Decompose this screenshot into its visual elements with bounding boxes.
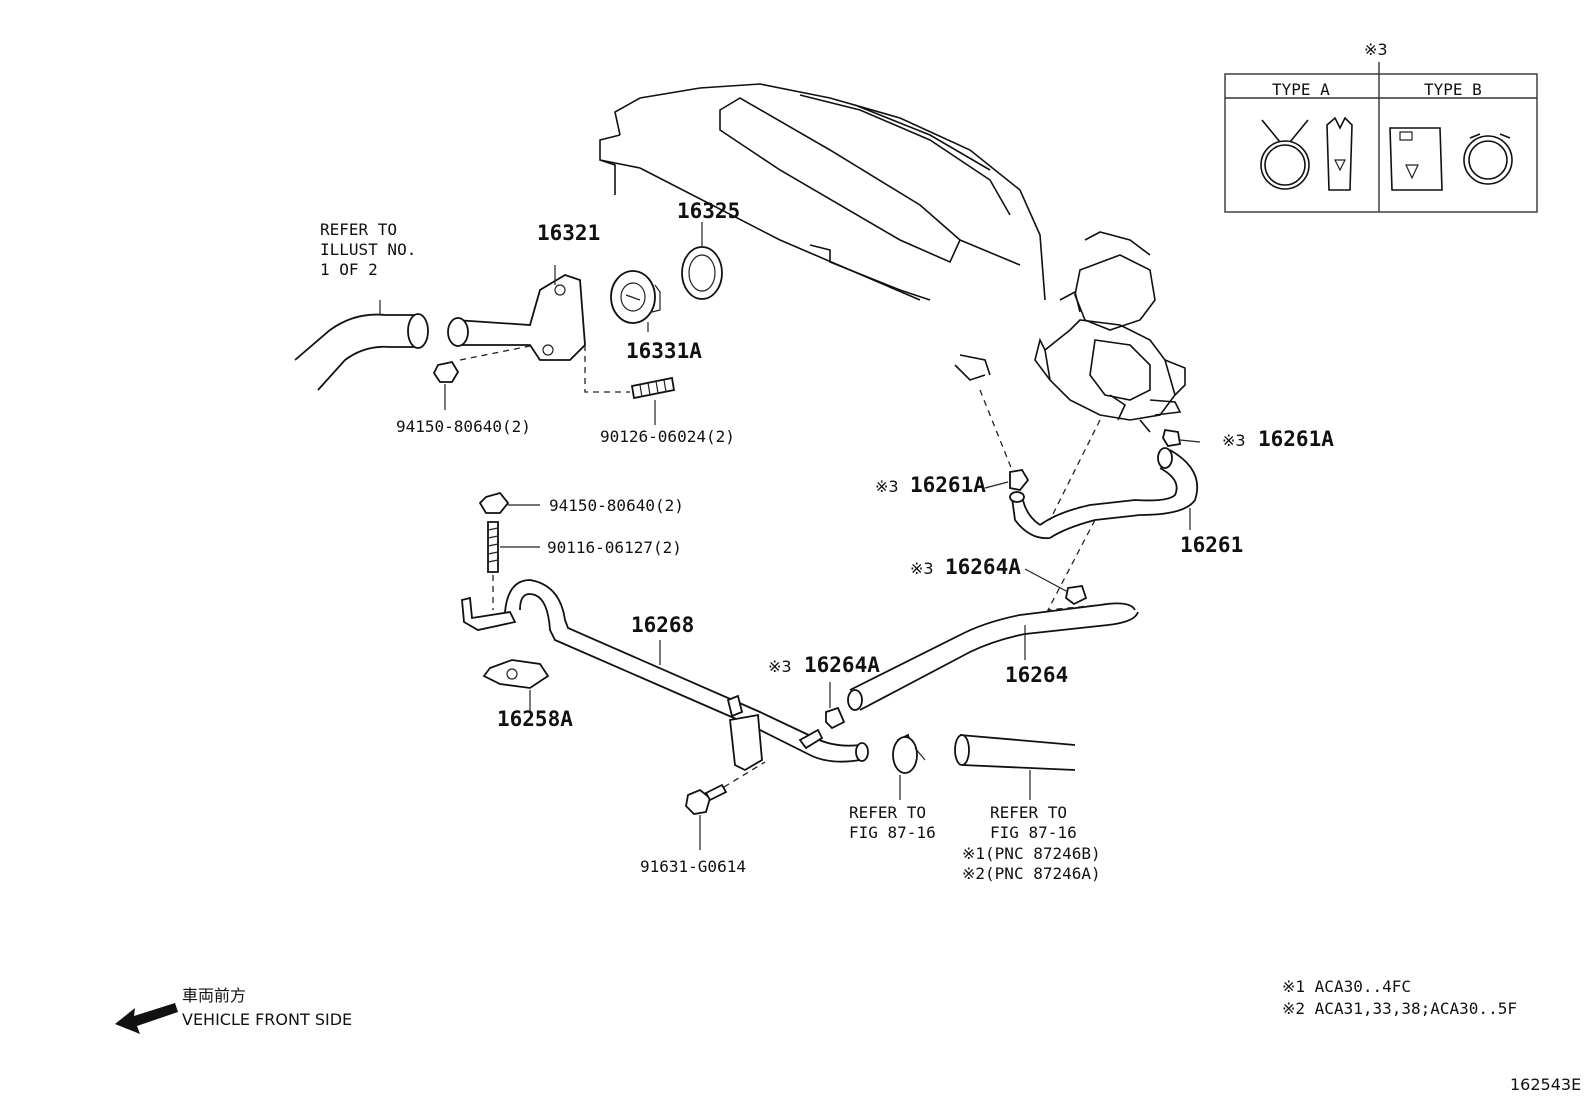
part-number-16264A-lower: 16264A — [804, 653, 880, 677]
refer-illust-line3: 1 OF 2 — [320, 260, 378, 279]
stud-90126 — [630, 376, 676, 425]
clip-16264A-lower — [825, 706, 846, 730]
engine-block-outline — [599, 83, 1046, 381]
water-inlet-16321 — [447, 265, 586, 361]
part-number-16258A: 16258A — [497, 707, 573, 731]
note-mark-3-right: ※3 — [1222, 431, 1246, 450]
heater-hose-clamp — [892, 733, 926, 800]
leader-lines — [829, 439, 1201, 708]
hose-16264 — [847, 602, 1139, 711]
clip-16261A-left — [1009, 469, 1030, 491]
refer-illust-line2: ILLUST NO. — [320, 240, 416, 259]
gasket-16325 — [681, 222, 723, 300]
hose-16261 — [1009, 447, 1199, 540]
part-number-94150-top: 94150-80640(2) — [396, 417, 531, 436]
part-number-16268: 16268 — [631, 613, 694, 637]
part-number-16321: 16321 — [537, 221, 600, 245]
footnote-1: ※1 ACA30..4FC — [1282, 977, 1411, 996]
part-number-16264: 16264 — [1005, 663, 1068, 687]
refer-fig-right-line2: FIG 87-16 — [990, 823, 1077, 842]
front-side-jp: 車両前方 — [182, 986, 246, 1005]
note-mark-3-lower: ※3 — [768, 657, 792, 676]
bolt-91631 — [685, 783, 728, 850]
note-mark-3-upper: ※3 — [910, 559, 934, 578]
footnote-2: ※2 ACA31,33,38;ACA30..5F — [1282, 999, 1517, 1018]
refer-fig-right-line3: ※1(PNC 87246B) — [962, 844, 1101, 863]
refer-fig-left-line2: FIG 87-16 — [849, 823, 936, 842]
refer-fig-right-line4: ※2(PNC 87246A) — [962, 864, 1101, 883]
diagram-code: 162543E — [1510, 1075, 1581, 1094]
stud-90116 — [487, 521, 540, 573]
refer-illust-line1: REFER TO — [320, 220, 397, 239]
gasket-16258A — [482, 659, 550, 712]
front-side-en: VEHICLE FRONT SIDE — [182, 1010, 352, 1029]
part-number-91631: 91631-G0614 — [640, 857, 746, 876]
part-number-90126: 90126-06024(2) — [600, 427, 735, 446]
nut-94150-mid — [478, 491, 540, 514]
part-number-16261A-left: 16261A — [910, 473, 986, 497]
refer-fig-right-line1: REFER TO — [990, 803, 1067, 822]
type-b-label: TYPE B — [1424, 80, 1482, 99]
note-mark-3-table: ※3 — [1364, 40, 1388, 59]
vehicle-front-arrow — [115, 1003, 178, 1034]
thermostat-16331A — [610, 270, 661, 332]
upper-radiator-hose — [294, 300, 429, 391]
part-number-90116: 90116-06127(2) — [547, 538, 682, 557]
note-mark-3-left: ※3 — [875, 477, 899, 496]
part-number-94150-mid: 94150-80640(2) — [549, 496, 684, 515]
throttle-body — [1034, 231, 1186, 433]
pipe-16268 — [461, 579, 869, 772]
part-number-16261A-right: 16261A — [1258, 427, 1334, 451]
part-number-16325: 16325 — [677, 199, 740, 223]
type-a-label: TYPE A — [1272, 80, 1330, 99]
clip-16264A-upper — [1065, 585, 1088, 606]
heater-hose — [954, 734, 1076, 800]
part-number-16331A: 16331A — [626, 339, 702, 363]
clip-16261A-right — [1162, 428, 1182, 447]
part-number-16261: 16261 — [1180, 533, 1243, 557]
clamp-type-table — [1224, 62, 1538, 213]
nut-94150-top — [432, 360, 460, 410]
part-number-16264A-upper: 16264A — [945, 555, 1021, 579]
refer-fig-left-line1: REFER TO — [849, 803, 926, 822]
